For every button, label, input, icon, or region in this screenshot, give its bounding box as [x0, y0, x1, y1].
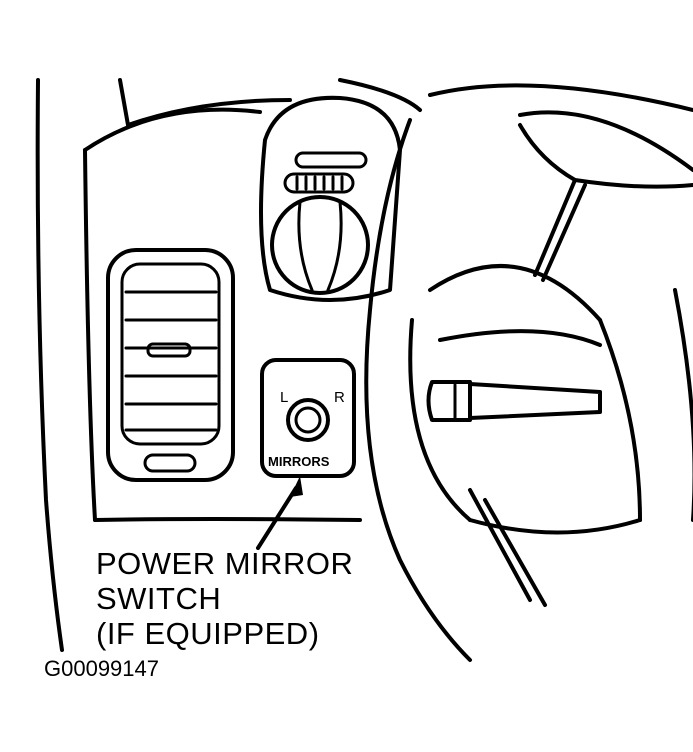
callout-line-2: SWITCH	[96, 581, 222, 616]
vent-adjust-tab	[146, 342, 192, 358]
steering-wheel	[364, 83, 693, 662]
power-mirror-switch	[260, 358, 356, 478]
callout-line-3: (IF EQUIPPED)	[96, 616, 320, 651]
mirror-switch-label-left: L	[280, 389, 288, 406]
pod-dimmer-wheel	[283, 172, 355, 194]
turn-signal-stalk	[426, 380, 602, 422]
pod-slot	[294, 151, 368, 169]
left-pillar	[35, 78, 97, 652]
vent-thumbwheel	[143, 453, 197, 473]
dash-upper-contour	[83, 78, 422, 522]
mirror-switch-name-label: MIRRORS	[268, 454, 330, 469]
figure-id: G00099147	[44, 656, 159, 681]
mirror-switch-label-right: R	[334, 389, 345, 406]
headlamp-knob	[270, 195, 370, 295]
callout-label: POWER MIRROR SWITCH (IF EQUIPPED)	[96, 546, 353, 651]
headlamp-switch-pod	[259, 95, 402, 302]
mirror-selector-knob	[286, 398, 330, 442]
air-vent	[106, 248, 235, 482]
callout-line-1: POWER MIRROR	[96, 546, 354, 581]
callout-leader	[256, 476, 303, 550]
